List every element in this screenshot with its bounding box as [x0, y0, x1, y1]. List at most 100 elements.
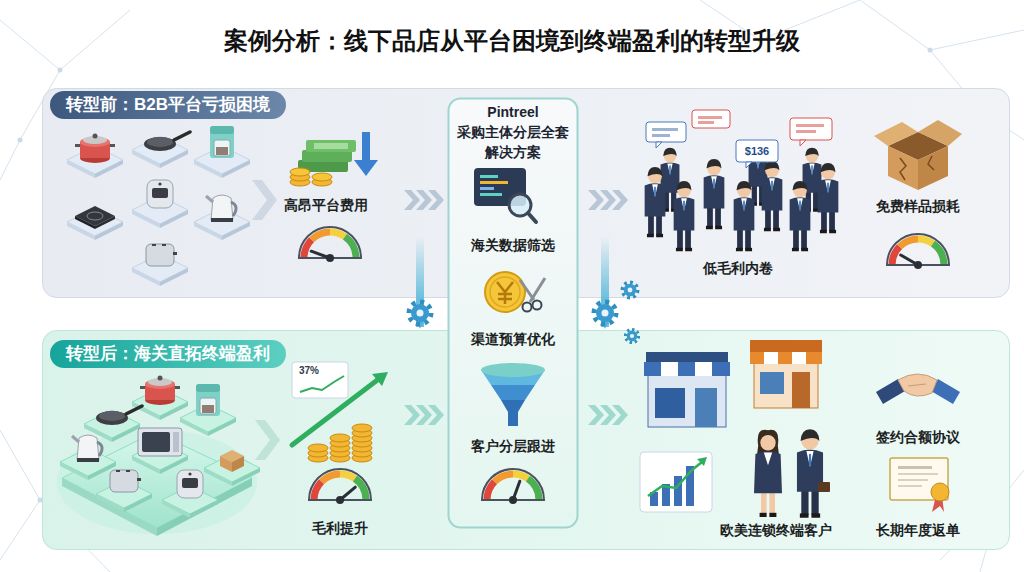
blue-store	[644, 352, 730, 427]
damaged-box	[874, 120, 962, 190]
network-dots	[18, 138, 23, 143]
funnel-icon	[491, 385, 535, 400]
label-slot: 毛利提升	[312, 519, 368, 537]
profit-chart	[292, 378, 380, 445]
caption-label: 毛利提升	[312, 519, 368, 537]
arrow-shaft	[416, 236, 424, 298]
certificate-icon	[898, 485, 922, 487]
blue-store	[661, 362, 678, 376]
growth-chart	[674, 476, 682, 506]
orange-store	[750, 352, 764, 364]
blue-store	[648, 372, 726, 427]
gauge	[481, 469, 545, 500]
blue-store	[695, 388, 717, 427]
appliance-grid	[96, 406, 142, 425]
coin-scissors-icon	[533, 301, 542, 310]
data-screen-icon	[474, 168, 536, 222]
damaged-box	[874, 122, 918, 146]
text-slot: 转型后：海关直拓终端盈利	[50, 340, 286, 368]
orange-store	[778, 352, 792, 364]
arrow-shaft	[601, 236, 609, 298]
certificate-icon	[898, 479, 928, 481]
client-people	[797, 429, 823, 517]
certificate-icon	[931, 483, 949, 501]
speech-bubbles	[692, 110, 730, 128]
big-chevron	[255, 420, 280, 460]
blue-store	[678, 362, 695, 376]
appliance-grid	[75, 134, 115, 164]
appliance-grid	[75, 206, 115, 229]
handshake-icon	[898, 374, 937, 396]
appliance-grid	[140, 376, 180, 406]
damaged-box	[918, 146, 948, 190]
orange-store	[754, 360, 818, 408]
orange-store	[750, 340, 822, 408]
label-slot: $136	[745, 144, 769, 158]
gauge	[336, 496, 344, 504]
speech-bubbles	[790, 118, 832, 140]
appliance-grid	[177, 470, 203, 498]
network-dots	[928, 48, 933, 53]
caption-label: 免费样品损耗	[876, 197, 960, 215]
appliance-grid	[206, 195, 236, 222]
appliance-grid	[60, 376, 260, 519]
coin-stacks	[330, 434, 350, 442]
text-slot: 客户分层跟进	[454, 437, 572, 455]
growth-chart	[640, 452, 712, 512]
appliance-grid	[146, 244, 177, 266]
handshake-icon	[876, 374, 960, 404]
caption-label: 欧美连锁终端客户	[720, 521, 832, 539]
caption-label: 低毛利内卷	[703, 259, 773, 277]
label-slot: 免费样品损耗	[876, 197, 960, 215]
orange-store	[806, 352, 822, 364]
money-stack	[306, 140, 356, 152]
growth-chart	[640, 452, 712, 512]
text-slot: 转型前：B2B平台亏损困境	[50, 91, 286, 119]
appliance-grid	[110, 470, 141, 492]
big-chevron	[252, 180, 277, 220]
handshake-icon	[908, 384, 926, 386]
client-people	[754, 429, 830, 517]
step-caption: 渠道预算优化	[454, 330, 572, 348]
step-caption: 海关数据筛选	[454, 236, 572, 254]
profit-chart	[300, 376, 344, 392]
label-slot: 37%	[299, 365, 319, 377]
damaged-box	[888, 146, 918, 190]
appliance-grid	[210, 126, 234, 158]
speech-bubbles	[656, 142, 662, 148]
gears	[409, 302, 431, 324]
chevrons	[588, 190, 628, 210]
caption-label: 高昂平台费用	[284, 196, 368, 214]
money-stack	[314, 143, 348, 149]
label-slot: 低毛利内卷	[703, 259, 773, 277]
data-screen-icon	[480, 181, 508, 184]
money-stack	[312, 173, 332, 181]
solution-panel-fill	[449, 99, 578, 528]
caption-label: 签约合额协议	[876, 428, 960, 446]
orange-store	[764, 352, 778, 364]
crowd	[734, 181, 755, 251]
step-caption: 客户分层跟进	[454, 437, 572, 455]
caption-label: 长期年度返单	[876, 521, 960, 539]
crowd	[790, 181, 811, 251]
chevrons	[588, 405, 628, 425]
funnel-icon	[501, 400, 525, 412]
coin-stacks	[308, 444, 328, 452]
appliance-grid	[72, 435, 102, 462]
gears	[594, 302, 616, 324]
profit-chart	[372, 372, 388, 386]
band-heading: 转型后：海关直拓终端盈利	[50, 340, 286, 368]
crowd	[704, 159, 725, 229]
crowd	[762, 161, 783, 231]
label-slot: 高昂平台费用	[284, 196, 368, 214]
panel-heading: Pintreel 采购主体分层全套 解决方案	[454, 102, 572, 162]
client-people	[754, 430, 782, 517]
certificate-icon	[890, 458, 949, 512]
crowd	[674, 181, 695, 251]
data-screen-icon	[528, 213, 536, 222]
coin-scissors-icon	[520, 280, 534, 300]
blue-store	[712, 362, 730, 376]
